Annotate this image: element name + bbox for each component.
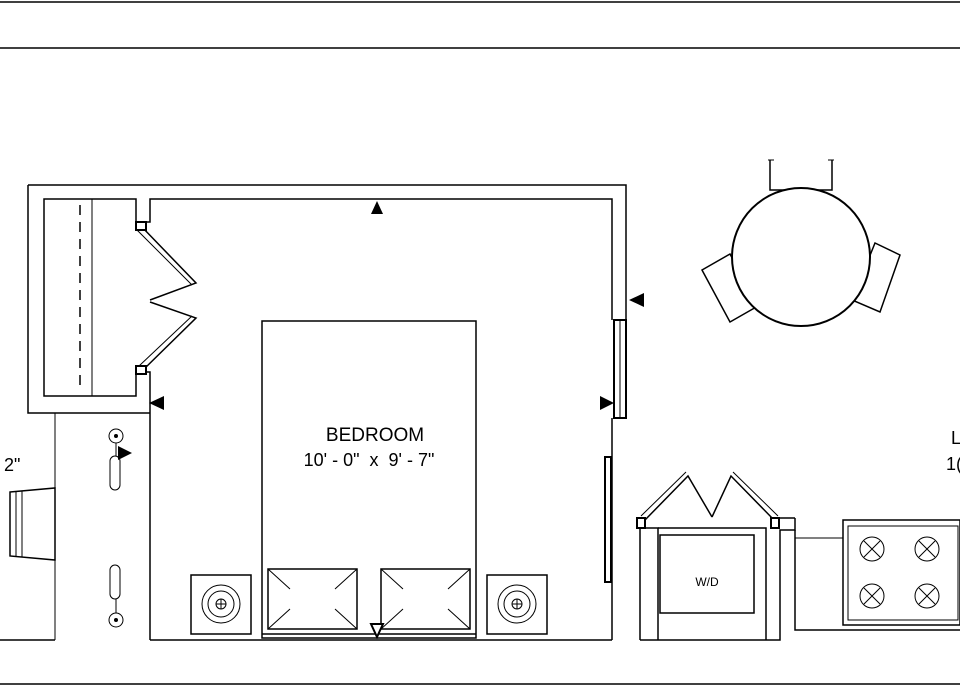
nightstand-left — [190, 574, 252, 635]
laundry-closet — [604, 456, 796, 641]
bedroom-right-wall — [611, 319, 627, 640]
closet-bifold-door — [140, 225, 198, 371]
closet — [27, 184, 627, 640]
right-edge-label-1: L — [951, 428, 960, 448]
washer-dryer — [659, 534, 755, 614]
dining-table — [700, 159, 901, 327]
room-dimensions: 10' - 0" x 9' - 7" — [304, 450, 435, 470]
bed — [261, 320, 477, 639]
room-name: BEDROOM — [326, 425, 424, 446]
left-edge-label: 2" — [4, 455, 20, 475]
left-window — [9, 487, 56, 561]
hall-fixtures — [108, 428, 124, 628]
pillow-left — [267, 568, 358, 630]
nightstand-right — [486, 574, 548, 635]
range — [794, 519, 960, 631]
washer-dryer-label: W/D — [695, 575, 719, 589]
pillow-right — [380, 568, 471, 630]
right-edge-label-2: 1( — [946, 454, 960, 474]
outlet-markers — [118, 201, 644, 640]
